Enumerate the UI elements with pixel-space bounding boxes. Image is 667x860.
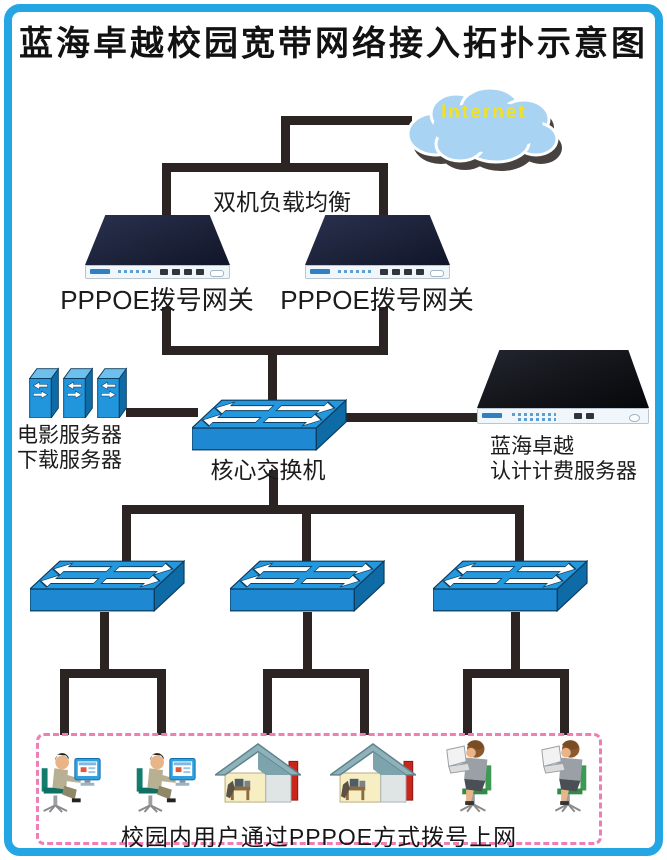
campus-users-zone (36, 733, 602, 845)
laptop-user-icon (441, 736, 499, 814)
tower-server-icon (26, 366, 62, 418)
link-users3-bar (463, 669, 569, 678)
link-cloud-vertical (281, 116, 290, 172)
load-balance-label: 双机负载均衡 (213, 189, 351, 215)
billing-server-label-line2: 认计计费服务器 (490, 460, 637, 483)
access-switch1-icon (30, 560, 185, 612)
internet-cloud-icon (398, 82, 570, 178)
link-user4-drop (360, 669, 369, 735)
gateway1-device-icon (85, 215, 230, 279)
link-users1-bar (60, 669, 166, 678)
link-access2-drop (302, 505, 311, 565)
internet-label: Internet (441, 102, 527, 123)
link-user2-drop (157, 669, 166, 735)
link-core-down (269, 470, 278, 514)
home-user-icon (330, 742, 416, 804)
tower-server-icon (94, 366, 130, 418)
link-access1-drop (122, 505, 131, 565)
access-switch3-icon (433, 560, 588, 612)
link-access3-drop (515, 505, 524, 565)
link-billing-server (340, 413, 480, 422)
link-media-servers (126, 408, 198, 417)
gateway2-label: PPPOE拨号网关 (280, 285, 474, 315)
link-gateway-bus-top (162, 163, 388, 172)
link-access1-stem (100, 612, 109, 674)
download-server-label: 下载服务器 (17, 449, 122, 472)
core-switch-icon (192, 399, 347, 451)
link-user3-drop (263, 669, 272, 735)
desktop-user-icon (130, 739, 196, 813)
laptop-user-icon (536, 736, 594, 814)
link-cloud-horizontal (281, 116, 412, 125)
link-access2-stem (303, 612, 312, 674)
gateway2-device-icon (305, 215, 450, 279)
link-gateway2-uplink (379, 163, 388, 218)
link-access3-stem (511, 612, 520, 674)
link-user6-drop (560, 669, 569, 735)
link-user1-drop (60, 669, 69, 735)
billing-server-icon (477, 350, 649, 424)
gateway1-label: PPPOE拨号网关 (60, 285, 254, 315)
tower-server-icon (60, 366, 96, 418)
access-switch2-icon (230, 560, 385, 612)
link-access-bus (122, 505, 524, 514)
media-server-label: 电影服务器 (17, 424, 122, 447)
link-gateway1-downlink (162, 307, 171, 351)
core-switch-label: 核心交换机 (210, 457, 326, 483)
diagram-title: 蓝海卓越校园宽带网络接入拓扑示意图 (19, 25, 648, 63)
link-gateway2-downlink (379, 307, 388, 351)
home-user-icon (215, 742, 301, 804)
users-caption: 校园内用户通过PPPOE方式拨号上网 (120, 824, 518, 850)
desktop-user-icon (35, 739, 101, 813)
billing-server-label-line1: 蓝海卓越 (490, 435, 574, 458)
link-gateway1-uplink (162, 163, 171, 218)
link-users2-bar (263, 669, 369, 678)
link-to-core-switch (268, 350, 277, 408)
link-user5-drop (463, 669, 472, 735)
